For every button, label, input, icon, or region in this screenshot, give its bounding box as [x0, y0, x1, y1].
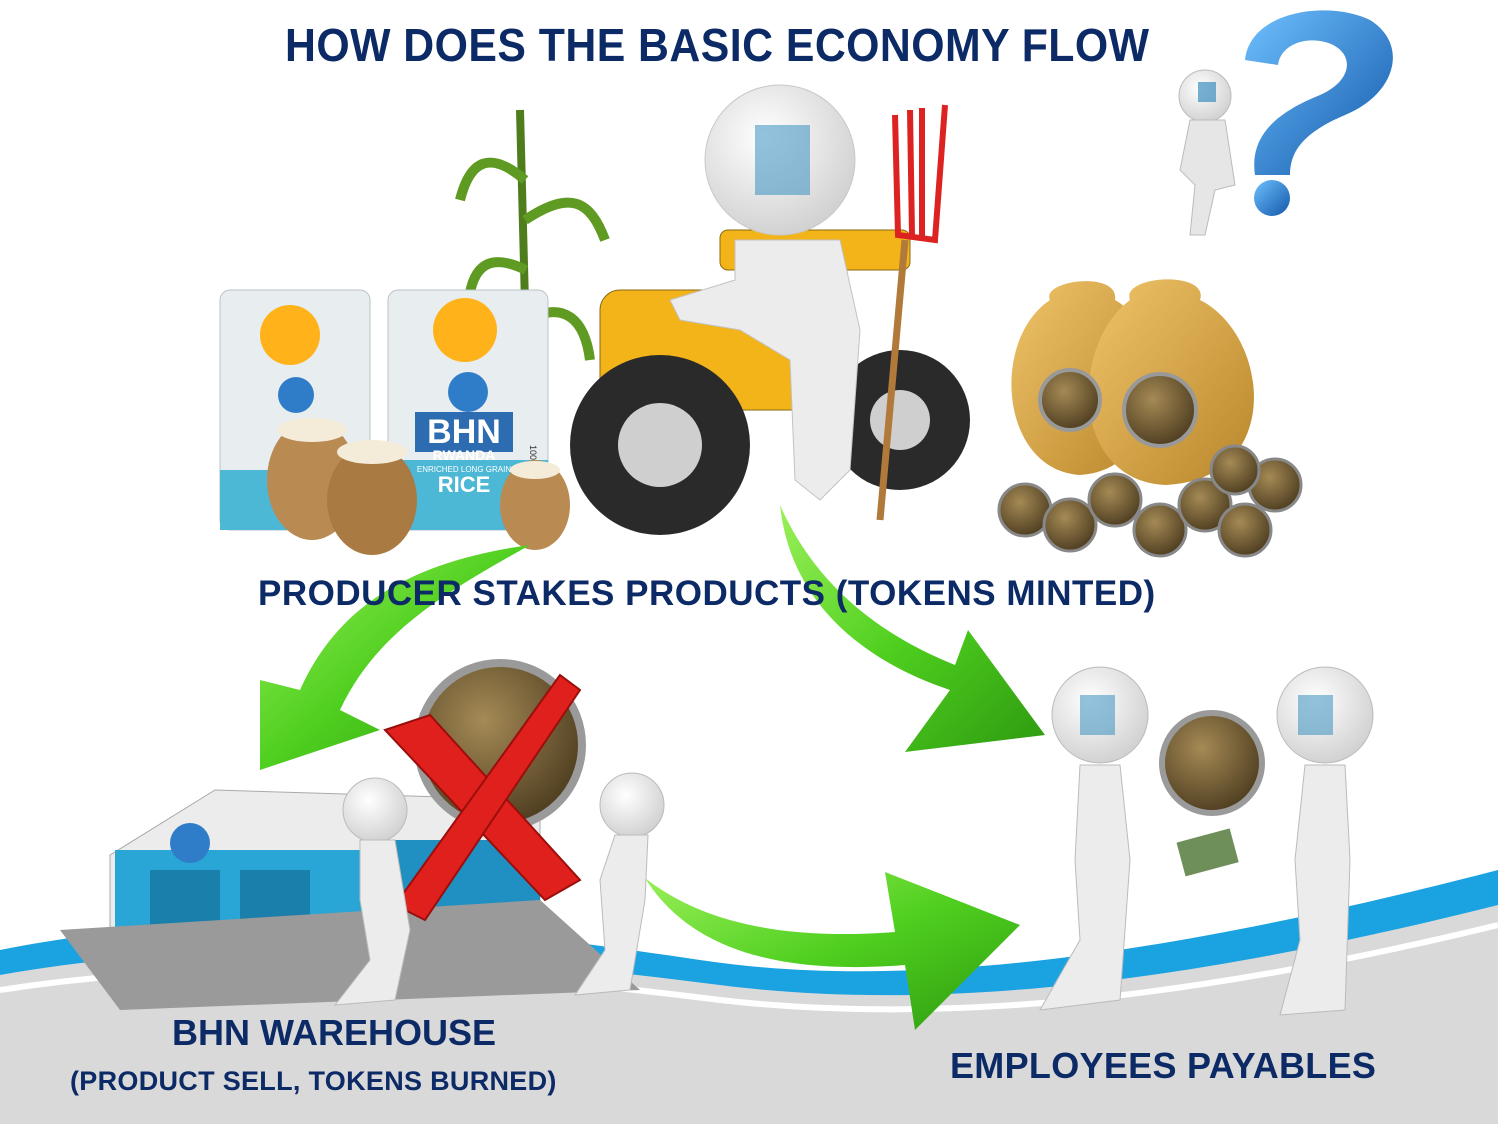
employees-label: EMPLOYEES PAYABLES	[950, 1045, 1377, 1086]
handshake-figures-icon	[1039, 666, 1374, 1016]
warehouse-sublabel: (PRODUCT SELL, TOKENS BURNED)	[70, 1066, 557, 1096]
rice-bag-brand: BHN	[427, 413, 501, 451]
money-bag-icon	[1011, 279, 1254, 485]
producer-label: PRODUCER STAKES PRODUCTS (TOKENS MINTED)	[258, 574, 1156, 613]
burlap-sacks	[267, 418, 570, 555]
arrow-producer-to-warehouse	[260, 545, 530, 770]
red-x-icon	[383, 673, 582, 922]
pitchfork-icon	[876, 104, 948, 521]
corn-plant-icon	[455, 109, 610, 421]
warehouse-label: BHN WAREHOUSE	[172, 1012, 497, 1053]
farmer-figure	[669, 84, 861, 501]
question-mark-icon	[1178, 10, 1393, 236]
worker-figure-right	[574, 772, 665, 996]
rice-bag-country: RWANDA	[433, 447, 496, 463]
rice-bag-product: RICE	[438, 472, 491, 497]
page-title: HOW DOES THE BASIC ECONOMY FLOW	[285, 19, 1150, 71]
rice-bag-grain: ENRICHED LONG GRAIN	[417, 465, 511, 474]
arrow-warehouse-to-employees	[645, 872, 1020, 1030]
worker-figure-left	[333, 777, 411, 1006]
arrow-producer-to-employees	[780, 505, 1045, 752]
coin-pile	[997, 444, 1303, 558]
